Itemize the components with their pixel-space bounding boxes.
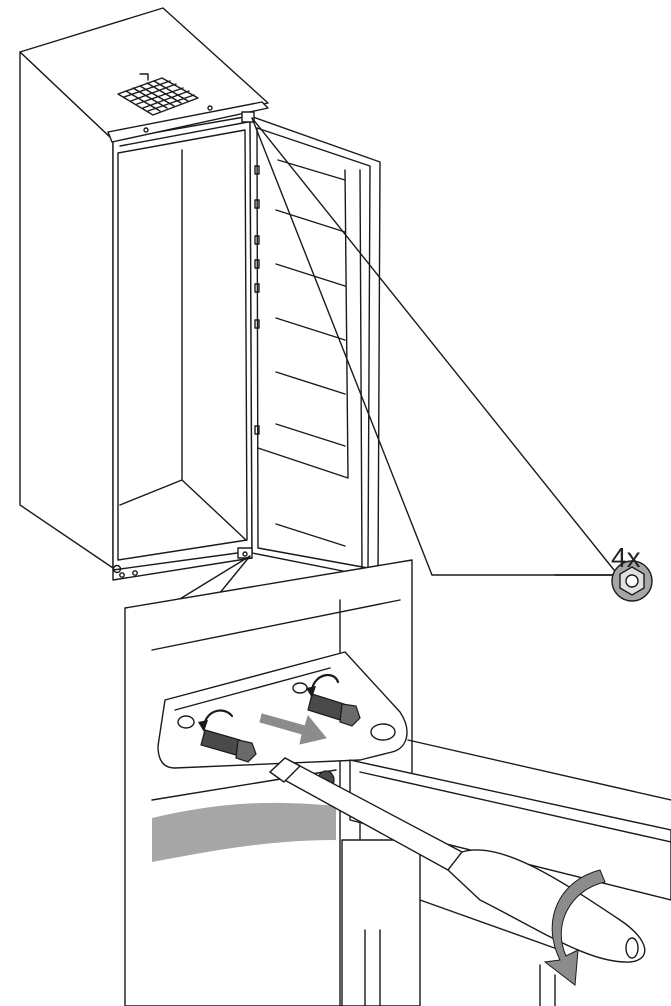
detail-inset (124, 559, 671, 1006)
door-body (341, 839, 421, 1006)
direction-arrow-icon (259, 713, 327, 745)
quantity-label: 4x (611, 542, 641, 573)
cabinet-side (19, 51, 114, 569)
foot-icon (112, 564, 122, 574)
bottom-hinge (237, 547, 253, 559)
rotate-arrow-icon (543, 869, 606, 986)
rotate-arrow-right-icon (310, 673, 340, 692)
screwdriver (269, 757, 646, 963)
vent-grid (117, 73, 199, 116)
shadow-strip (152, 802, 336, 862)
hex-nut-icon (611, 560, 653, 602)
fridge-door (237, 111, 381, 579)
bottom-rail (112, 557, 253, 581)
zoom-callout (169, 117, 619, 606)
screw-right (292, 682, 361, 727)
screw-left (177, 715, 257, 763)
door-hinge-tabs (254, 165, 260, 435)
top-hinge (241, 111, 255, 123)
hinge-pin (370, 723, 396, 741)
fridge-cabinet (19, 7, 269, 581)
top-rail (107, 101, 269, 143)
screwdriver-handle (447, 849, 646, 963)
